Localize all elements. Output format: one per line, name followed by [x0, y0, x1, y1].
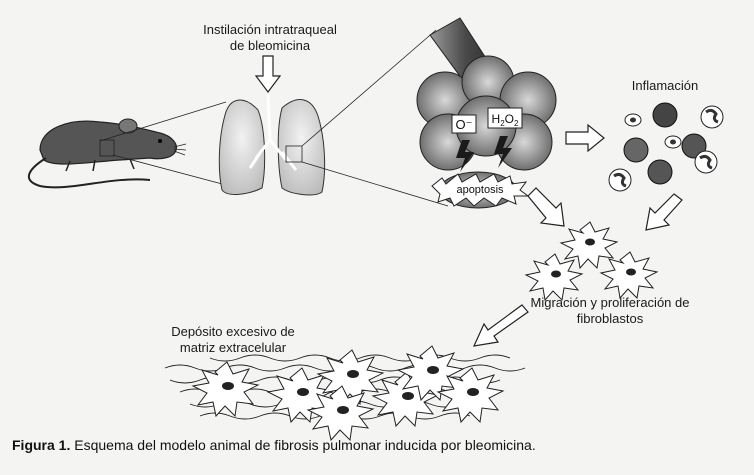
figure-number: Figura 1. — [12, 437, 71, 453]
lungs-icon — [218, 94, 326, 196]
apoptosis-label: apoptosis — [456, 184, 504, 196]
fibroblast-group — [524, 221, 659, 302]
right-arrow-icon — [565, 123, 605, 153]
superoxide-label: O⁻ — [456, 117, 473, 132]
down-arrow-icon — [254, 55, 282, 93]
migration-label: Migración y proliferación de fibroblasto… — [500, 295, 720, 327]
peroxide-label: H2O2 — [492, 112, 519, 128]
deposit-label-line2: matriz extracelular — [179, 340, 287, 355]
zoom-line — [301, 161, 449, 207]
fibroblast-cluster — [191, 345, 505, 442]
peroxide-box — [487, 107, 523, 129]
diagonal-arrow-icon — [527, 187, 565, 227]
deposit-arrow-icon — [472, 304, 529, 347]
inflammation-label: Inflamación — [631, 78, 699, 93]
figure-caption: Figura 1. Esquema del modelo animal de f… — [12, 437, 536, 453]
lightning-icon — [494, 136, 512, 168]
alveoli-cluster: O⁻ H2O2 apoptosis — [416, 17, 557, 209]
instillation-label-line2: de bleomicina — [229, 38, 311, 53]
zoom-line — [112, 154, 227, 186]
instillation-label: Instilación intratraqueal de bleomicina — [180, 22, 360, 54]
diagonal-arrow-icon — [645, 193, 683, 231]
caption-text: Esquema del modelo animal de fibrosis pu… — [70, 437, 536, 453]
apoptosis-burst-icon — [431, 173, 530, 207]
instillation-label-line1: Instilación intratraqueal — [203, 22, 337, 37]
deposit-label-line1: Depósito excesivo de — [171, 324, 295, 339]
lightning-icon — [456, 140, 474, 172]
inflammatory-cells — [608, 102, 724, 192]
superoxide-box — [451, 114, 477, 134]
migration-label-line2: fibroblastos — [576, 311, 644, 326]
migration-label-line1: Migración y proliferación de — [530, 295, 690, 310]
mouse-icon — [27, 118, 187, 189]
zoom-line — [99, 101, 227, 142]
deposit-label: Depósito excesivo de matriz extracelular — [158, 324, 308, 356]
zoom-line — [301, 29, 437, 147]
zoom-box — [99, 139, 115, 157]
